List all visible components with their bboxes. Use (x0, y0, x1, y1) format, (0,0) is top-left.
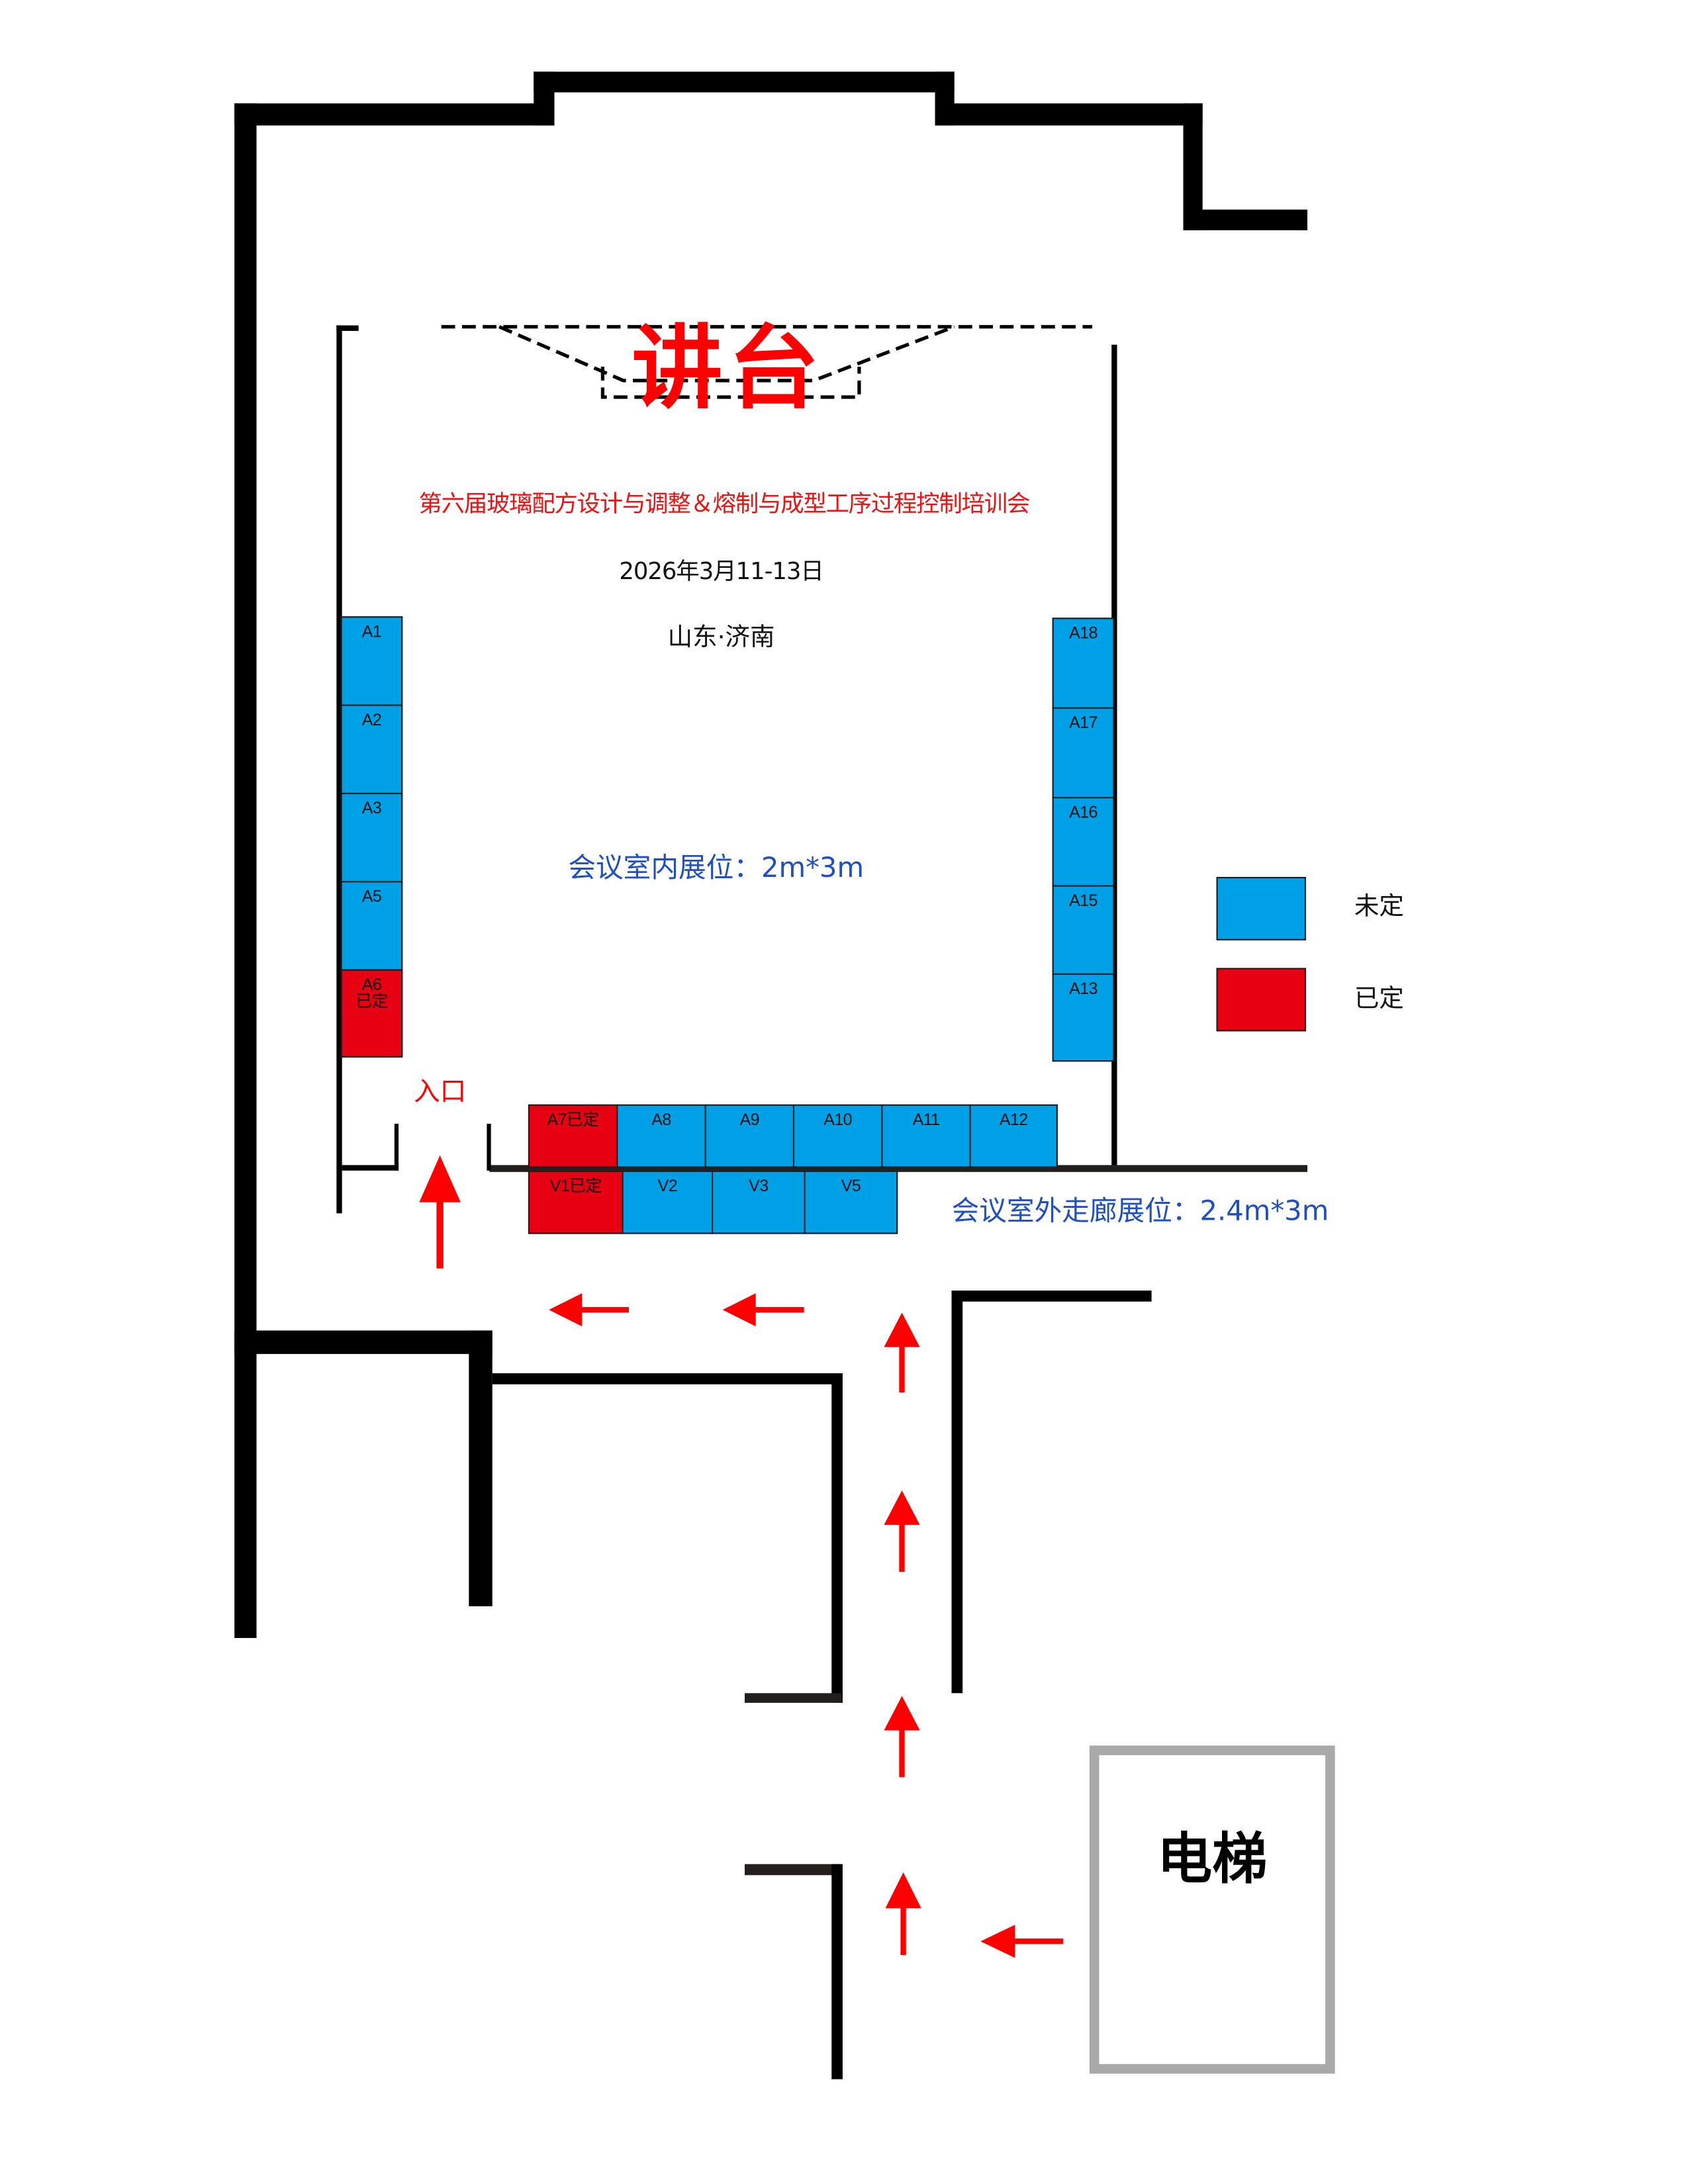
arrow-up-icon (884, 1696, 920, 1778)
lower-room-bottom-wall (745, 1693, 841, 1703)
corridor-booth-size-note: 会议室外走廊展位：2.4m*3m (951, 1194, 1329, 1228)
booth-label: A12 (999, 1110, 1028, 1130)
arrow-up-icon (885, 1872, 921, 1956)
arrow-left-icon (549, 1293, 629, 1327)
entry-stub-left-vertical (394, 1123, 399, 1171)
booth-label: A8 (651, 1110, 671, 1130)
event-title: 第六届玻璃配方设计与调整＆熔制与成型工序过程控制培训会 (418, 490, 1030, 519)
booth-A1[interactable]: A1 (340, 616, 403, 706)
lower-wall-horizontal-thick (234, 1330, 492, 1354)
room-wall-left-cap (336, 325, 359, 331)
booth-label: V1已定 (549, 1176, 602, 1196)
entry-stub-left-horizontal (342, 1165, 399, 1171)
booth-label: V3 (749, 1176, 769, 1196)
arrow-up-icon (884, 1490, 920, 1572)
stage-label: 讲台 (632, 316, 825, 422)
room-wall-left (336, 325, 342, 1214)
elevator-label: 电梯 (1156, 1828, 1268, 1892)
booth-label: V2 (657, 1176, 678, 1196)
arrow-up-icon (884, 1312, 920, 1393)
booth-A9[interactable]: A9 (704, 1104, 794, 1168)
lower-room-right-wall (831, 1373, 843, 1703)
booth-label: A3 (361, 798, 382, 818)
legend-label-booked: 已定 (1354, 984, 1404, 1014)
entrance-label: 入口 (414, 1077, 467, 1107)
booth-A2[interactable]: A2 (340, 704, 403, 794)
booth-label: A5 (361, 886, 382, 906)
booth-A16[interactable]: A16 (1052, 797, 1115, 887)
arrow-up-icon (419, 1155, 461, 1269)
outer-wall-right-vertical (1183, 103, 1203, 230)
booth-A6[interactable]: A6 已定 (340, 969, 403, 1058)
booth-label: A18 (1069, 623, 1098, 643)
booth-label: A10 (823, 1110, 852, 1130)
booth-A18[interactable]: A18 (1052, 617, 1115, 709)
booth-A5[interactable]: A5 (340, 881, 403, 971)
booth-label: A6 (361, 974, 382, 995)
booth-label: A1 (361, 621, 382, 641)
arrow-left-icon (722, 1293, 804, 1327)
lower-wall-vertical-thick (469, 1330, 492, 1607)
elevator: 电梯 (1089, 1745, 1335, 2074)
stair-wall-vertical (831, 1864, 843, 2079)
event-location: 山东·济南 (667, 623, 775, 653)
stair-wall-horizontal (745, 1864, 841, 1876)
booth-A8[interactable]: A8 (616, 1104, 706, 1168)
booth-V3[interactable]: V3 (712, 1170, 806, 1234)
booth-V5[interactable]: V5 (804, 1170, 898, 1234)
entry-stub-right-vertical (487, 1123, 491, 1171)
room-wall-right (1111, 344, 1117, 1169)
corridor-right-wall-vertical (951, 1290, 963, 1694)
outer-wall-left (234, 103, 257, 1638)
outer-wall-top-left (234, 103, 555, 126)
outer-wall-right-horizontal (1183, 209, 1307, 230)
corridor-right-wall-horizontal (951, 1290, 1152, 1302)
legend-label-open: 未定 (1354, 891, 1404, 921)
booth-A3[interactable]: A3 (340, 792, 403, 883)
event-date: 2026年3月11-13日 (619, 558, 823, 586)
booth-A7[interactable]: A7已定 (528, 1104, 618, 1168)
booth-label: V5 (841, 1176, 861, 1196)
lower-room-top-wall (492, 1373, 841, 1385)
booth-label: A13 (1069, 979, 1098, 999)
legend-swatch-booked (1216, 968, 1306, 1032)
booth-A10[interactable]: A10 (792, 1104, 883, 1168)
room-wall-bottom (489, 1165, 1307, 1172)
booth-label: A16 (1069, 802, 1098, 822)
booth-label: A17 (1069, 713, 1098, 733)
booth-label: A7已定 (547, 1110, 600, 1130)
booth-A11[interactable]: A11 (881, 1104, 971, 1168)
booth-status: 已定 (355, 991, 388, 1011)
booth-A15[interactable]: A15 (1052, 885, 1115, 975)
arrow-left-icon (980, 1925, 1064, 1958)
booth-V2[interactable]: V2 (622, 1170, 714, 1234)
legend-swatch-open (1216, 877, 1306, 940)
booth-label: A11 (912, 1110, 940, 1130)
booth-V1[interactable]: V1已定 (528, 1170, 624, 1234)
booth-A17[interactable]: A17 (1052, 707, 1115, 799)
booth-A12[interactable]: A12 (969, 1104, 1058, 1168)
booth-label: A15 (1069, 890, 1098, 910)
booth-A13[interactable]: A13 (1052, 973, 1115, 1062)
outer-wall-top-center (534, 71, 955, 93)
outer-wall-top-right (935, 103, 1203, 126)
stage-outline (441, 325, 1092, 399)
direction-arrows (419, 1155, 1064, 1958)
booth-label: A2 (361, 709, 382, 730)
booth-label: A9 (739, 1110, 760, 1130)
indoor-booth-size-note: 会议室内展位：2m*3m (568, 850, 865, 884)
